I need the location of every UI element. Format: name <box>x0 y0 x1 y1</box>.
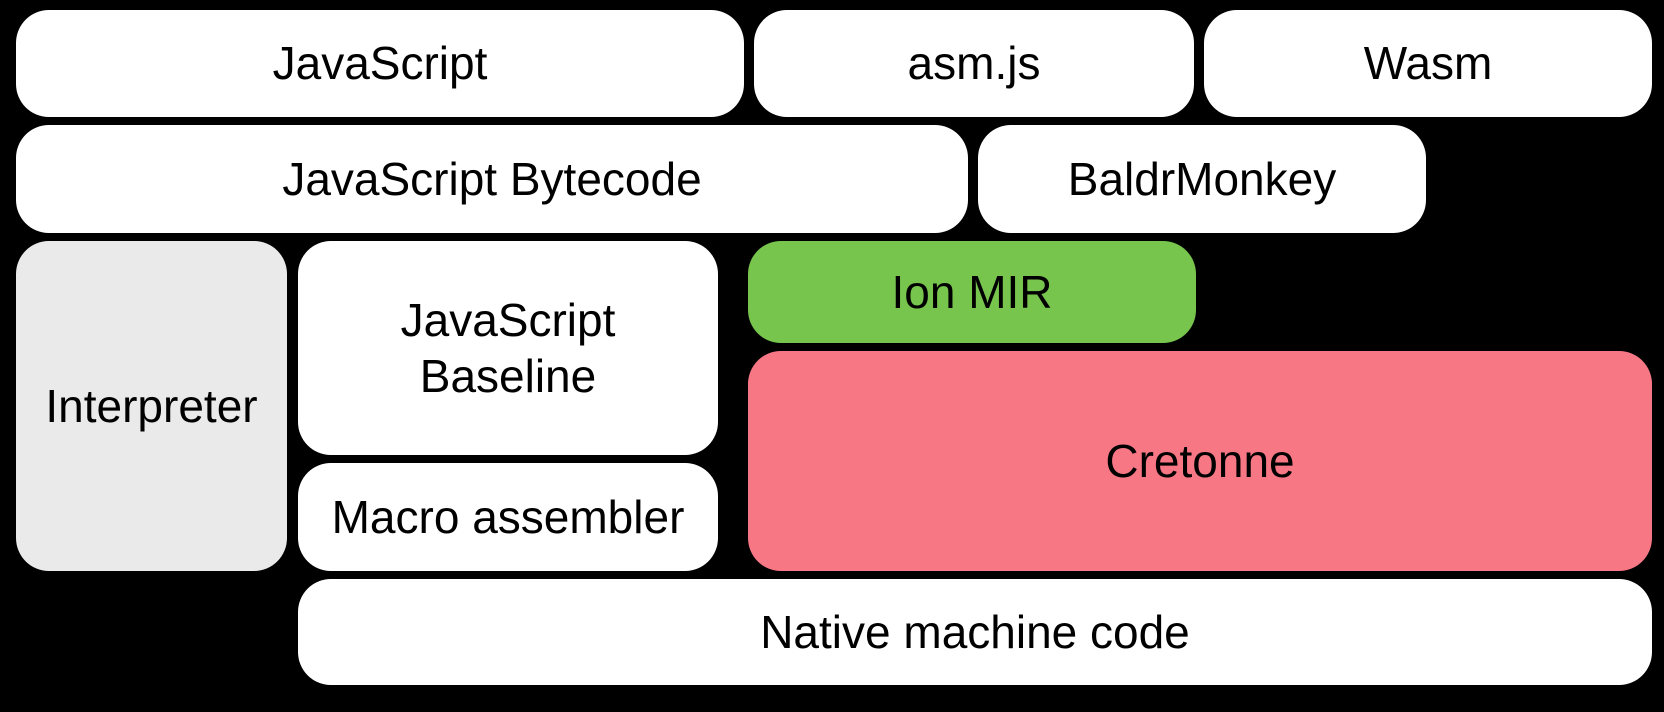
node-macro-assembler: Macro assembler <box>298 463 718 571</box>
node-ion-mir: Ion MIR <box>748 241 1196 343</box>
node-javascript: JavaScript <box>16 10 744 117</box>
node-wasm: Wasm <box>1204 10 1652 117</box>
node-baldrmonkey: BaldrMonkey <box>978 125 1426 233</box>
node-javascript-baseline-label: JavaScript Baseline <box>400 293 616 402</box>
node-javascript-label: JavaScript <box>272 37 488 90</box>
node-native-machine-code-label: Native machine code <box>760 605 1190 658</box>
node-ion-mir-label: Ion MIR <box>891 265 1053 318</box>
node-baldrmonkey-label: BaldrMonkey <box>1067 152 1337 205</box>
node-asm-js-label: asm.js <box>907 37 1041 90</box>
node-interpreter: Interpreter <box>16 241 287 571</box>
node-cretonne: Cretonne <box>748 351 1652 571</box>
node-asm-js: asm.js <box>754 10 1194 117</box>
node-javascript-bytecode: JavaScript Bytecode <box>16 125 968 233</box>
node-javascript-bytecode-label: JavaScript Bytecode <box>282 152 702 205</box>
node-wasm-label: Wasm <box>1363 37 1493 90</box>
node-interpreter-label: Interpreter <box>45 379 258 432</box>
node-native-machine-code: Native machine code <box>298 579 1652 685</box>
node-javascript-baseline: JavaScript Baseline <box>298 241 718 455</box>
node-cretonne-label: Cretonne <box>1105 434 1295 487</box>
node-macro-assembler-label: Macro assembler <box>331 490 685 543</box>
